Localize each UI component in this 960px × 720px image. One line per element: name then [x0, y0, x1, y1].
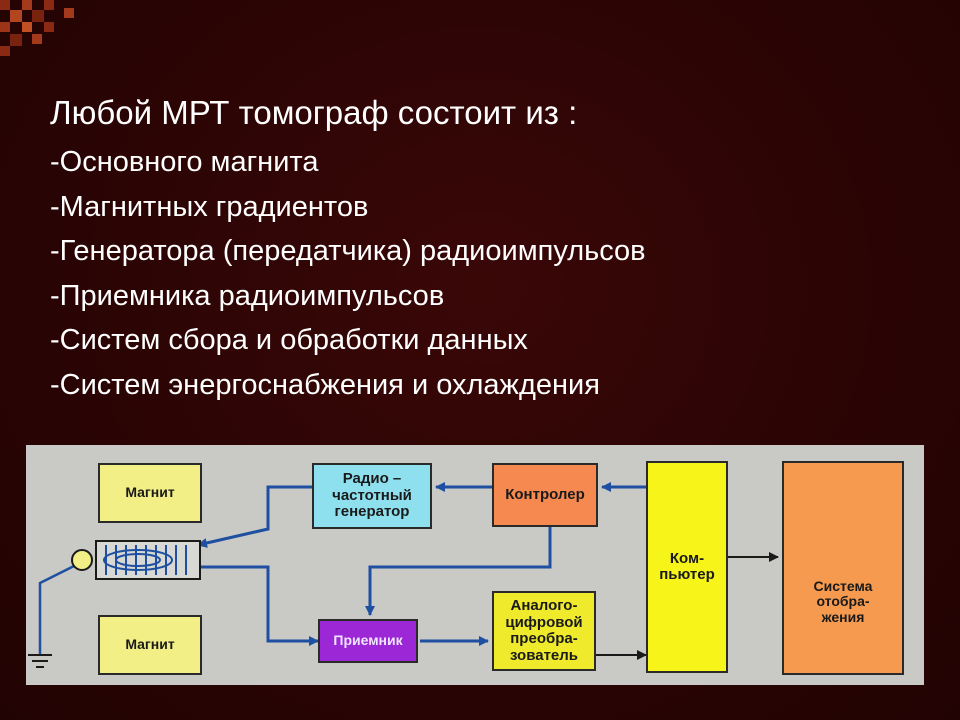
display-system-block: Система отобра- жения	[782, 461, 904, 675]
component-list: -Основного магнита -Магнитных градиентов…	[50, 140, 646, 407]
slide-heading: Любой МРТ томограф состоит из :	[50, 94, 578, 131]
corner-decoration	[0, 0, 74, 56]
controller-to-receiver-line	[365, 527, 552, 616]
adc-block: Аналого- цифровой преобра- зователь	[492, 591, 596, 671]
controller-block: Контролер	[492, 463, 598, 527]
list-item: -Генератора (передатчика) радиоимпульсов	[50, 235, 646, 267]
magnet-top-block: Магнит	[98, 463, 202, 523]
list-item: -Магнитных градиентов	[50, 190, 369, 223]
magnet-bottom-block: Магнит	[98, 615, 202, 675]
list-item: -Приемника радиоимпульсов	[50, 279, 445, 312]
rf-to-coil-line	[197, 485, 312, 548]
coil-to-receiver-line	[198, 565, 319, 646]
coil-icon	[71, 540, 201, 580]
computer-block: Ком- пьютер	[646, 461, 728, 673]
list-item: -Основного магнита	[50, 146, 319, 178]
mri-block-diagram: Магнит Магнит Радио – частотный генерато…	[26, 445, 924, 685]
rf-generator-block: Радио – частотный генератор	[312, 463, 432, 529]
ground-icon	[28, 654, 52, 668]
list-item: -Систем сбора и обработки данных	[50, 324, 528, 356]
list-item: -Систем энергоснабжения и охлаждения	[50, 368, 600, 401]
receiver-block: Приемник	[318, 619, 418, 663]
ground-wire	[38, 563, 77, 655]
